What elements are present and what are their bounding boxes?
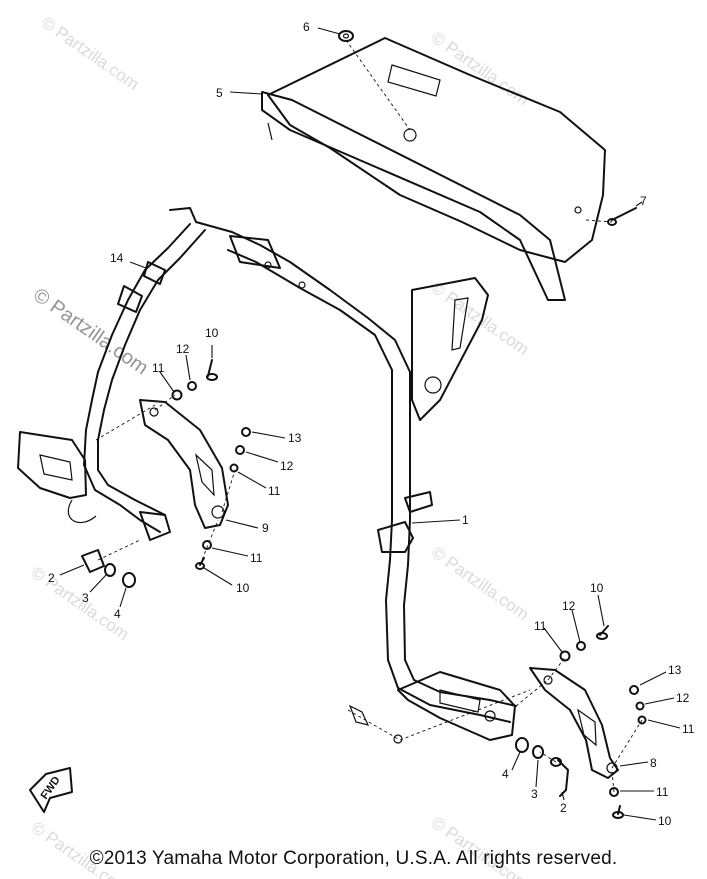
callout-4: 4: [502, 767, 509, 781]
leader-lines: [59, 27, 681, 821]
right-bracket-part-8: [529, 667, 619, 779]
watermark: © Partzilla.com: [428, 543, 533, 624]
callout-12: 12: [176, 342, 190, 356]
callout-4: 4: [114, 607, 121, 621]
callout-10: 10: [658, 814, 672, 828]
callout-5: 5: [216, 86, 223, 100]
watermark: © Partzilla.com: [428, 28, 533, 109]
cover-plate-part-5: [261, 37, 606, 301]
watermark: © Partzilla.com: [29, 284, 152, 379]
callout-11: 11: [250, 551, 263, 565]
callout-11: 11: [268, 484, 281, 498]
forward-direction-arrow: FWD: [29, 767, 73, 813]
callout-1: 1: [462, 513, 469, 527]
callout-8: 8: [650, 756, 657, 770]
watermark: © Partzilla.com: [28, 563, 133, 644]
callout-10: 10: [205, 326, 219, 340]
callout-2: 2: [560, 801, 567, 815]
callout-labels: 6 5 7 14 10 12 11 13 12 11 9 11 10 1 2 3…: [48, 20, 695, 828]
callout-3: 3: [531, 787, 538, 801]
callout-13: 13: [668, 663, 682, 677]
hardware: [81, 30, 647, 819]
callout-12: 12: [280, 459, 294, 473]
callout-13: 13: [288, 431, 302, 445]
callout-11: 11: [656, 785, 669, 799]
callout-6: 6: [303, 20, 310, 34]
assembly-lines: [95, 39, 643, 793]
frame-bar-part-1: [17, 207, 517, 741]
callout-11: 11: [152, 361, 165, 375]
callout-3: 3: [82, 591, 89, 605]
callout-11: 11: [682, 722, 695, 736]
callout-7: 7: [640, 194, 647, 208]
callout-10: 10: [590, 581, 604, 595]
copyright-notice: ©2013 Yamaha Motor Corporation, U.S.A. A…: [89, 848, 618, 869]
clamp-part-14: [117, 261, 166, 313]
watermark: © Partzilla.com: [38, 13, 143, 94]
callout-12: 12: [562, 599, 576, 613]
watermarks: © Partzilla.com © Partzilla.com © Partzi…: [28, 13, 533, 879]
callout-2: 2: [48, 571, 55, 585]
callout-11: 11: [534, 619, 547, 633]
watermark: © Partzilla.com: [428, 278, 533, 359]
callout-9: 9: [262, 521, 269, 535]
left-bracket-part-9: [139, 399, 229, 529]
callout-12: 12: [676, 691, 690, 705]
callout-10: 10: [236, 581, 250, 595]
callout-14: 14: [110, 251, 124, 265]
